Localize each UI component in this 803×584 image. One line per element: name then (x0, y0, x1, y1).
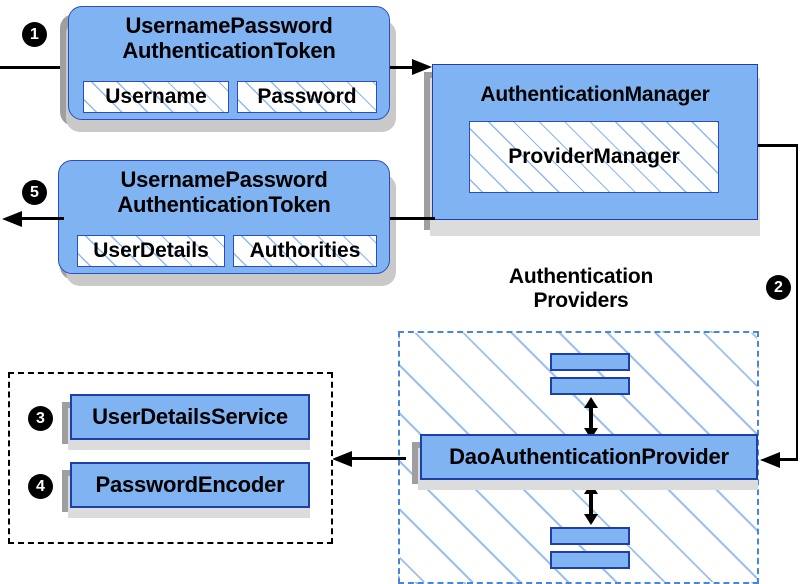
response-token-box[interactable]: UsernamePassword AuthenticationToken Use… (58, 160, 390, 274)
response-token-field-authorities-label: Authorities (249, 239, 361, 262)
provider-bar-top-2[interactable] (550, 377, 630, 395)
dao-authentication-provider-label: DaoAuthenticationProvider (449, 443, 729, 469)
provider-bar-top-1[interactable] (550, 353, 630, 371)
provider-manager-label: ProviderManager (508, 145, 680, 168)
step-marker-4: 4 (28, 474, 53, 499)
response-out-arrowhead (2, 211, 22, 227)
providers-caption-line2: Providers (533, 288, 629, 312)
manager-branch-arrowhead (760, 452, 780, 468)
providers-caption: Authentication Providers (465, 265, 697, 312)
manager-branch-horizontal-bottom (778, 458, 798, 461)
passwordencoder-box[interactable]: PasswordEncoder (70, 462, 310, 508)
auth-manager-title: AuthenticationManager (480, 83, 710, 106)
token-to-manager-line (390, 66, 426, 69)
request-token-box[interactable]: UsernamePassword AuthenticationToken Use… (68, 6, 390, 120)
userdetailsservice-label: UserDetailsService (92, 403, 288, 429)
manager-to-response-line (390, 217, 435, 220)
step-marker-3: 3 (28, 406, 53, 431)
manager-branch-horizontal-top (758, 144, 798, 147)
dao-to-services-arrowhead (332, 451, 352, 467)
response-token-title-line2: AuthenticationToken (117, 191, 331, 217)
provider-bar-bottom-2[interactable] (550, 551, 630, 569)
provider-bar-bottom-1[interactable] (550, 527, 630, 545)
passwordencoder-label: PasswordEncoder (95, 471, 285, 497)
incoming-request-line (0, 66, 70, 69)
dao-to-services-line (348, 457, 406, 460)
auth-manager-box[interactable]: AuthenticationManager ProviderManager (432, 64, 758, 220)
request-token-field-username-label: Username (105, 85, 207, 108)
response-token-field-userdetails-label: UserDetails (93, 239, 209, 262)
userdetailsservice-box[interactable]: UserDetailsService (70, 394, 310, 440)
request-token-field-password-label: Password (257, 85, 357, 108)
provider-link-arrow-top (584, 397, 598, 439)
step-marker-1: 1 (22, 22, 47, 47)
providers-caption-line1: Authentication (508, 265, 654, 288)
request-token-title: UsernamePassword AuthenticationToken (69, 13, 389, 63)
request-token-field-username[interactable]: Username (83, 81, 229, 113)
response-token-field-userdetails[interactable]: UserDetails (77, 235, 225, 267)
dao-authentication-provider-box[interactable]: DaoAuthenticationProvider (420, 434, 758, 480)
provider-manager-box[interactable]: ProviderManager (469, 121, 719, 193)
request-token-title-line2: AuthenticationToken (122, 37, 336, 63)
response-token-field-authorities[interactable]: Authorities (233, 235, 377, 267)
step-marker-2: 2 (766, 275, 791, 300)
request-token-title-line1: UsernamePassword (125, 13, 333, 38)
request-token-field-password[interactable]: Password (237, 81, 377, 113)
response-token-title-line1: UsernamePassword (120, 167, 328, 192)
step-marker-5: 5 (22, 180, 47, 205)
response-token-title: UsernamePassword AuthenticationToken (59, 167, 389, 217)
token-to-manager-arrowhead (412, 59, 432, 75)
manager-branch-vertical (795, 144, 798, 460)
response-out-line (18, 217, 64, 220)
